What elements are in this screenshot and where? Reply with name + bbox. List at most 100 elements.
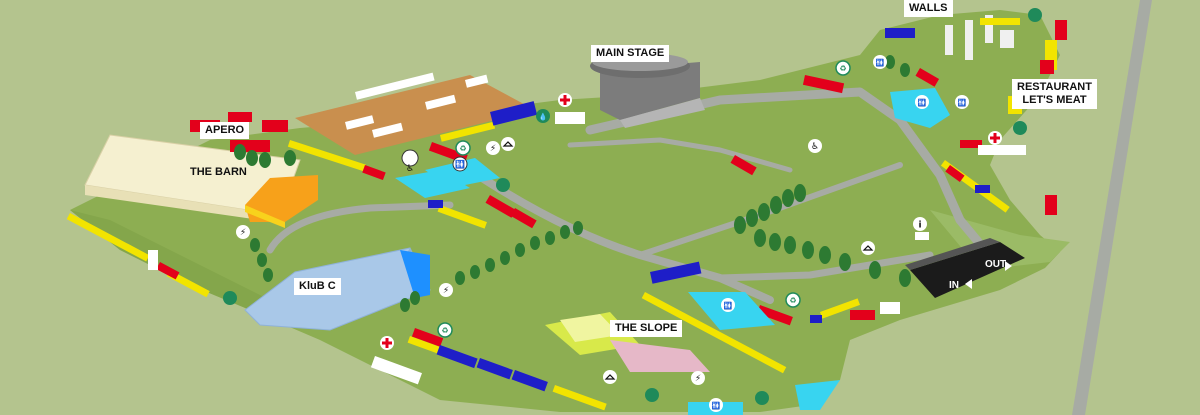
gate-out-label: OUT	[985, 259, 1007, 270]
toilet-icon[interactable]: 🚻	[709, 398, 723, 412]
toilet-icon[interactable]: ♿	[401, 149, 419, 174]
sand-area	[295, 75, 535, 155]
gate-building-top	[905, 238, 1000, 270]
recycling-icon[interactable]: ♻	[455, 140, 471, 156]
drinking-water-icon[interactable]: 💧	[536, 109, 550, 123]
svg-text:♿: ♿	[406, 164, 414, 174]
booths-blue	[428, 28, 990, 392]
booth-row-center	[437, 204, 487, 229]
cloakroom-icon[interactable]	[861, 241, 875, 255]
drinking-water-icon[interactable]	[1028, 8, 1042, 22]
toilet-icon[interactable]: 🚻	[915, 95, 929, 109]
svg-text:♻: ♻	[789, 296, 796, 305]
booth-row-ne	[980, 18, 1020, 25]
klub-c-label: KluB C	[294, 278, 341, 295]
grounds-shade	[70, 210, 270, 310]
drinking-water-icon[interactable]	[223, 291, 237, 305]
path-west	[266, 201, 454, 254]
walls-structures	[945, 15, 1014, 60]
toilet-icon[interactable]: 🚻	[721, 298, 735, 312]
drinking-water-icon[interactable]	[755, 391, 769, 405]
booths-yellow	[66, 18, 1057, 411]
toilet-icon[interactable]: 🚻	[955, 95, 969, 109]
charging-icon[interactable]: ⚡	[691, 371, 705, 385]
booth-row-top	[440, 121, 496, 142]
booth-row-slope	[641, 291, 787, 374]
booths-white	[148, 145, 1026, 385]
cloakroom-icon[interactable]	[603, 370, 617, 384]
the-slope-label: THE SLOPE	[610, 320, 683, 337]
svg-text:♻: ♻	[441, 326, 448, 335]
sand-tents	[345, 72, 489, 138]
road-east	[1072, 0, 1152, 415]
svg-text:i: i	[918, 221, 921, 231]
apero-building-2	[228, 112, 252, 122]
water-area-6	[795, 380, 840, 410]
accessible-icon[interactable]: ♿	[808, 139, 822, 153]
booth-row-barn-north	[287, 140, 367, 172]
svg-text:🚻: 🚻	[958, 98, 967, 107]
svg-text:⚡: ⚡	[240, 228, 246, 238]
path-south	[716, 251, 934, 282]
recycling-icon[interactable]: ♻	[785, 292, 801, 308]
first-aid-icon[interactable]	[380, 336, 394, 350]
booth-row-sw	[166, 270, 210, 298]
barn-side	[85, 185, 280, 220]
out-arrow-icon	[1005, 261, 1012, 271]
charging-icon[interactable]: ⚡	[236, 225, 250, 239]
svg-text:🚻: 🚻	[918, 98, 927, 107]
svg-text:💧: 💧	[539, 112, 548, 121]
toilet-icon[interactable]: 🚻	[873, 55, 887, 69]
svg-text:⚡: ⚡	[490, 144, 496, 154]
the-barn-label: THE BARN	[190, 166, 247, 178]
booth-row-south	[552, 384, 607, 411]
trees	[234, 55, 911, 312]
drinking-water-icon[interactable]	[1013, 121, 1027, 135]
cloakroom-icon[interactable]	[501, 137, 515, 151]
svg-text:🚻: 🚻	[712, 401, 721, 410]
drinking-water-icon[interactable]	[496, 178, 510, 192]
slope-stripes	[560, 314, 620, 342]
path-north	[567, 137, 793, 173]
svg-text:🚻: 🚻	[876, 58, 885, 67]
booth-row-west	[66, 213, 150, 262]
svg-text:⚡: ⚡	[443, 286, 449, 296]
charging-icon[interactable]: ⚡	[486, 141, 500, 155]
klub-c-stage	[400, 250, 430, 298]
information-icon[interactable]: i	[913, 217, 927, 231]
main-stage-crowd-barrier	[555, 112, 585, 124]
water-area-2	[425, 158, 500, 188]
first-aid-icon[interactable]	[558, 93, 572, 107]
first-aid-icon[interactable]	[988, 131, 1002, 145]
main-stage-side	[620, 98, 705, 128]
recycling-icon[interactable]: ♻	[835, 60, 851, 76]
in-arrow-icon	[965, 279, 972, 289]
svg-text:🚻: 🚻	[724, 301, 733, 310]
barn-stage-glow	[245, 175, 318, 222]
barn-stage-front	[245, 205, 285, 228]
slope-seating	[610, 340, 710, 372]
restaurant-label-line2: LET'S MEAT	[1022, 94, 1087, 106]
drinking-water-icon[interactable]	[645, 388, 659, 402]
path-main-loop	[585, 87, 990, 255]
apero-label: APERO	[200, 122, 250, 139]
apero-building-3	[262, 120, 288, 132]
booth-row-se	[820, 298, 860, 319]
svg-text:♻: ♻	[459, 144, 466, 153]
gate-in-label: IN	[949, 280, 959, 291]
walls-label: WALLS	[904, 0, 953, 17]
recycling-icon[interactable]: ♻	[437, 322, 453, 338]
toilet-icon[interactable]: 🚻	[452, 156, 468, 172]
svg-text:⚡: ⚡	[695, 374, 701, 384]
svg-text:♿: ♿	[811, 142, 819, 152]
booth-row-klub	[407, 335, 448, 357]
restaurant-label: RESTAURANT LET'S MEAT	[1012, 79, 1097, 109]
main-stage-label: MAIN STAGE	[591, 45, 670, 62]
charging-icon[interactable]: ⚡	[439, 283, 453, 297]
restaurant-label-line1: RESTAURANT	[1017, 81, 1092, 93]
gate-building	[910, 242, 1025, 298]
svg-text:🚻: 🚻	[455, 159, 465, 169]
paths	[266, 87, 990, 304]
